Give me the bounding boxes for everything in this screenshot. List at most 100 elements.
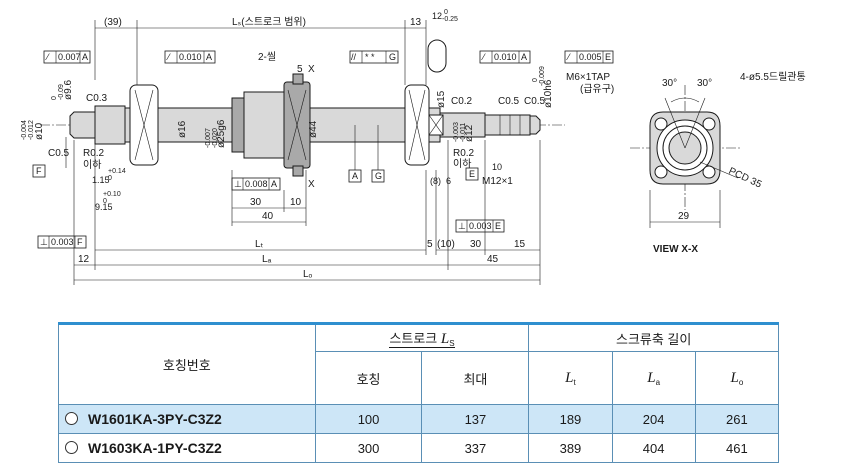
dim-12: 12: [432, 11, 442, 21]
svg-text:* *: * *: [365, 52, 375, 62]
dia-25g6: ø25g6: [216, 119, 227, 148]
table-row[interactable]: W1601KA-3PY-C3Z2 100 137 189 204 261: [58, 404, 780, 434]
dim-15: 15: [514, 239, 526, 250]
dia-12-tol-b: -0.011: [460, 123, 467, 142]
dia-25-tol-a: -0.007: [205, 128, 212, 148]
svg-text:A: A: [352, 171, 358, 181]
technical-drawing: (39) Lₛ(스트로크 범위) 13 12 0 -0.25 ⁄ 0.007 A…: [21, 9, 806, 285]
lt-cell: 389: [528, 433, 613, 463]
svg-text:E: E: [605, 52, 611, 62]
svg-text:⁄: ⁄: [166, 52, 171, 62]
dia-12: ø12: [464, 124, 475, 142]
svg-text:⊥: ⊥: [40, 237, 48, 247]
radius-r02-left: R0.2: [83, 148, 105, 159]
dia-10h6-tol-b: -0.009: [539, 66, 546, 86]
dim-10-paren: (10): [437, 239, 455, 250]
datum-e: E: [465, 167, 479, 181]
tolerance-frame-6: ⊥ 0.008 A: [231, 177, 281, 191]
svg-text:F: F: [77, 237, 83, 247]
tap-sub-label: (급유구): [580, 83, 614, 95]
col-lt-header: Lt: [528, 351, 613, 405]
tolerance-frame-2: ⁄ 0.010 A: [164, 50, 216, 64]
radius-r02-right: R0.2: [453, 148, 475, 159]
part-cell: W1601KA-3PY-C3Z2: [58, 404, 316, 434]
part-cell: W1603KA-1PY-C3Z2: [58, 433, 316, 463]
dim-1-15: 1.15: [92, 175, 110, 185]
la-cell: 404: [611, 433, 696, 463]
keyway-detail: [427, 39, 447, 73]
angle-right: 30°: [697, 78, 712, 89]
max-cell: 137: [421, 404, 530, 434]
dim-39: (39): [104, 17, 122, 28]
spec-table: 호칭번호 스트로크 LS 스크류축 길이 호칭 최대 Lt La Lo W160…: [58, 322, 780, 463]
col-nominal-header: 호칭: [314, 351, 423, 405]
dim-6: 6: [446, 176, 451, 186]
tap-label: M6×1TAP: [566, 72, 610, 83]
max-label-left: 이하: [83, 158, 101, 171]
svg-text:0.010: 0.010: [494, 52, 517, 62]
radio-button[interactable]: [65, 412, 78, 425]
svg-text:A: A: [206, 52, 212, 62]
dim-1-15-tol-b: 0: [108, 175, 112, 182]
thread-m12: M12×1: [482, 176, 513, 187]
dim-ls-stroke: Lₛ(스트로크 범위): [232, 15, 306, 28]
svg-text:G: G: [375, 171, 382, 181]
la-cell: 204: [611, 404, 696, 434]
dia-9-6: ø9.6: [63, 80, 74, 100]
nominal-cell: 100: [314, 404, 423, 434]
datum-f: F: [32, 137, 67, 178]
nominal-cell: 300: [314, 433, 423, 463]
view-title: VIEW X-X: [653, 244, 698, 255]
col-stroke-header: 스트로크 LS: [314, 322, 530, 352]
lt-cell: 189: [528, 404, 613, 434]
svg-text:A: A: [82, 52, 88, 62]
chamfer-c02: C0.2: [451, 96, 473, 107]
dim-lt: Lₜ: [255, 239, 264, 250]
dim-10-thread: 10: [492, 162, 502, 172]
dia-25-tol-b: -0.020: [212, 128, 219, 148]
dim-45: 45: [487, 254, 499, 265]
radio-button[interactable]: [65, 441, 78, 454]
dim-30-nut: 30: [250, 197, 262, 208]
svg-text:⊥: ⊥: [458, 221, 466, 231]
table-row[interactable]: W1603KA-1PY-C3Z2 300 337 389 404 461: [58, 433, 780, 463]
svg-text:⁄: ⁄: [481, 52, 486, 62]
dia-12-tol-a: -0.003: [453, 122, 460, 142]
diameter-labels: ø10 -0.004 -0.012 ø9.6 0 -0.09 ø16 ø25g6…: [21, 66, 554, 148]
seal-label: 2-씰: [258, 51, 276, 63]
svg-text:A: A: [271, 179, 277, 189]
svg-text:A: A: [521, 52, 527, 62]
dim-40: 40: [262, 211, 274, 222]
dim-9-15-tol-b: 0: [103, 198, 107, 205]
top-dimensions: [94, 20, 427, 85]
dia-44: ø44: [308, 120, 319, 138]
tolerance-frame-8: ⊥ 0.003 F: [37, 235, 87, 249]
dim-13: 13: [410, 17, 422, 28]
angle-left: 30°: [662, 78, 677, 89]
dim-12-tol-lo: -0.25: [442, 16, 458, 23]
col-length-header: 스크류축 길이: [528, 322, 779, 352]
table-header-row-2: 호칭 최대 Lt La Lo: [59, 351, 780, 405]
nut-dimensions: [231, 170, 307, 226]
left-bearing: [129, 84, 159, 166]
svg-text:E: E: [495, 221, 501, 231]
dia-10: ø10: [34, 122, 45, 140]
svg-text:F: F: [36, 166, 42, 176]
svg-text:⊥: ⊥: [234, 179, 242, 189]
dim-10-flange: 10: [290, 197, 302, 208]
dia-10h6-tol-a: 0: [532, 78, 539, 82]
svg-text:0.007: 0.007: [58, 52, 81, 62]
dia-16: ø16: [177, 120, 188, 138]
svg-text:0.008: 0.008: [245, 179, 268, 189]
max-label-right: 이하: [453, 157, 471, 170]
dim-9-15-tol-a: +0.10: [103, 191, 121, 198]
datum-g: G: [371, 125, 385, 183]
holes-label: 4-ø5.5드릴관통: [740, 70, 806, 83]
pcd-label: PCD 35: [727, 166, 764, 191]
svg-text:0.003: 0.003: [51, 237, 74, 247]
table-header-row-1: 호칭번호 스트로크 LS 스크류축 길이: [58, 322, 779, 405]
chamfer-c03: C0.3: [86, 93, 108, 104]
max-cell: 337: [421, 433, 530, 463]
dim-8: (8): [430, 176, 441, 186]
chamfer-c05-mid: C0.5: [498, 96, 520, 107]
